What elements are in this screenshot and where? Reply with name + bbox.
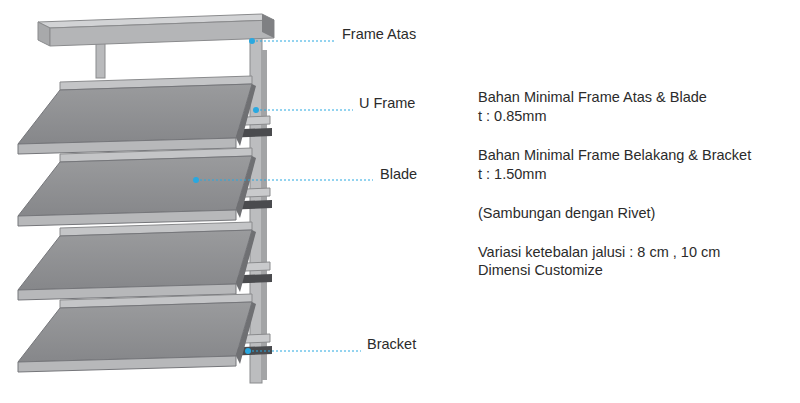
spec-note: (Sambungan dengan Rivet) [478,205,655,222]
part-label: Blade [380,166,417,183]
blade-part [236,156,256,218]
blade-part [236,302,256,364]
blade-part [18,156,252,216]
blade-part [236,230,256,292]
blade-part [18,302,252,362]
spec-note: t : 1.50mm [478,166,547,183]
part-label: Frame Atas [342,26,416,43]
part-label: Bracket [367,336,416,353]
blade-part [236,84,256,146]
blade-part [18,84,252,144]
spec-note: t : 0.85mm [478,108,547,125]
part-label: U Frame [359,95,415,112]
spec-note: Variasi ketebalan jalusi : 8 cm , 10 cm [478,244,720,261]
blade-part [18,356,236,372]
spec-note: Dimensi Customize [478,262,603,279]
blade-part [18,230,252,290]
spec-note: Bahan Minimal Frame Belakang & Bracket [478,147,751,164]
spec-note: Bahan Minimal Frame Atas & Blade [478,89,707,106]
